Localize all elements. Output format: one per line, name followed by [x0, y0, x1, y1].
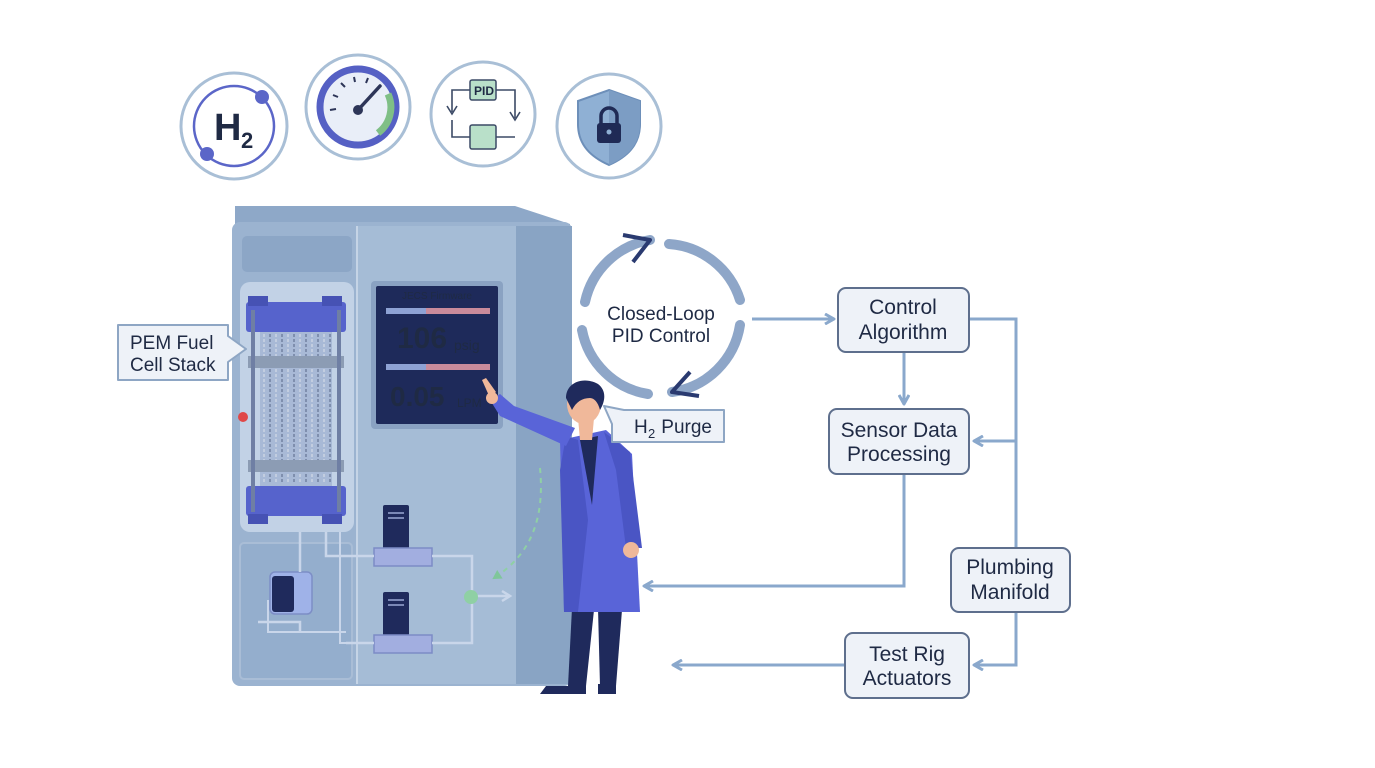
purge-label-sub: 2 [648, 426, 655, 441]
regulator-component [258, 532, 346, 644]
flow-unit: LPM [457, 396, 482, 410]
control-algorithm-line2: Algorithm [859, 321, 948, 344]
pid-icon-label: PID [474, 84, 494, 98]
pressure-value: 106 [397, 322, 447, 355]
test-rig-actuators-line2: Actuators [863, 667, 952, 690]
test-rig-actuators-line1: Test Rig [869, 643, 945, 666]
h2-purge-callout: H 2 Purge [603, 405, 725, 443]
pid-loop-icon: PID [429, 60, 537, 168]
plumbing-manifold-box: Plumbing Manifold [950, 547, 1071, 613]
firmware-display: JECS Firmware 106 psig 0.05 LPM [371, 281, 503, 429]
flow-value: 0.05 [390, 381, 445, 412]
shield-lock-icon [555, 72, 663, 180]
purge-label-rest: Purge [656, 417, 712, 438]
plumbing-manifold-line2: Manifold [970, 581, 1049, 604]
test-rig-actuators-box: Test Rig Actuators [844, 632, 970, 699]
closed-loop-cycle: Closed-Loop PID Control [577, 233, 745, 399]
sensor-data-line1: Sensor Data [841, 419, 958, 442]
pressure-gauge-icon [304, 53, 412, 161]
pem-fuel-cell-stack [240, 282, 354, 532]
control-algorithm-box: Control Algorithm [837, 287, 970, 353]
pressure-unit: psig [454, 337, 480, 353]
status-led [238, 412, 248, 422]
hydrogen-icon: H 2 [179, 71, 289, 181]
pem-stack-label-line1: PEM Fuel [130, 333, 213, 354]
loop-label-line2: PID Control [612, 326, 710, 347]
hydrogen-subscript: 2 [241, 128, 253, 153]
purge-label-h: H [634, 417, 648, 438]
plumbing-manifold-line1: Plumbing [966, 556, 1054, 579]
sensor-data-box: Sensor Data Processing [828, 408, 970, 475]
sensor-data-line2: Processing [847, 443, 951, 466]
firmware-title: JECS Firmware [402, 291, 472, 302]
mass-flow-controllers [346, 467, 542, 654]
pem-stack-callout: PEM Fuel Cell Stack [117, 324, 247, 381]
engineer-figure [482, 378, 642, 694]
loop-label-line1: Closed-Loop [607, 304, 715, 325]
flow-connectors [645, 319, 1018, 665]
control-algorithm-line1: Control [869, 296, 937, 319]
pem-stack-label-line2: Cell Stack [130, 355, 216, 376]
hydrogen-symbol: H [214, 107, 241, 149]
